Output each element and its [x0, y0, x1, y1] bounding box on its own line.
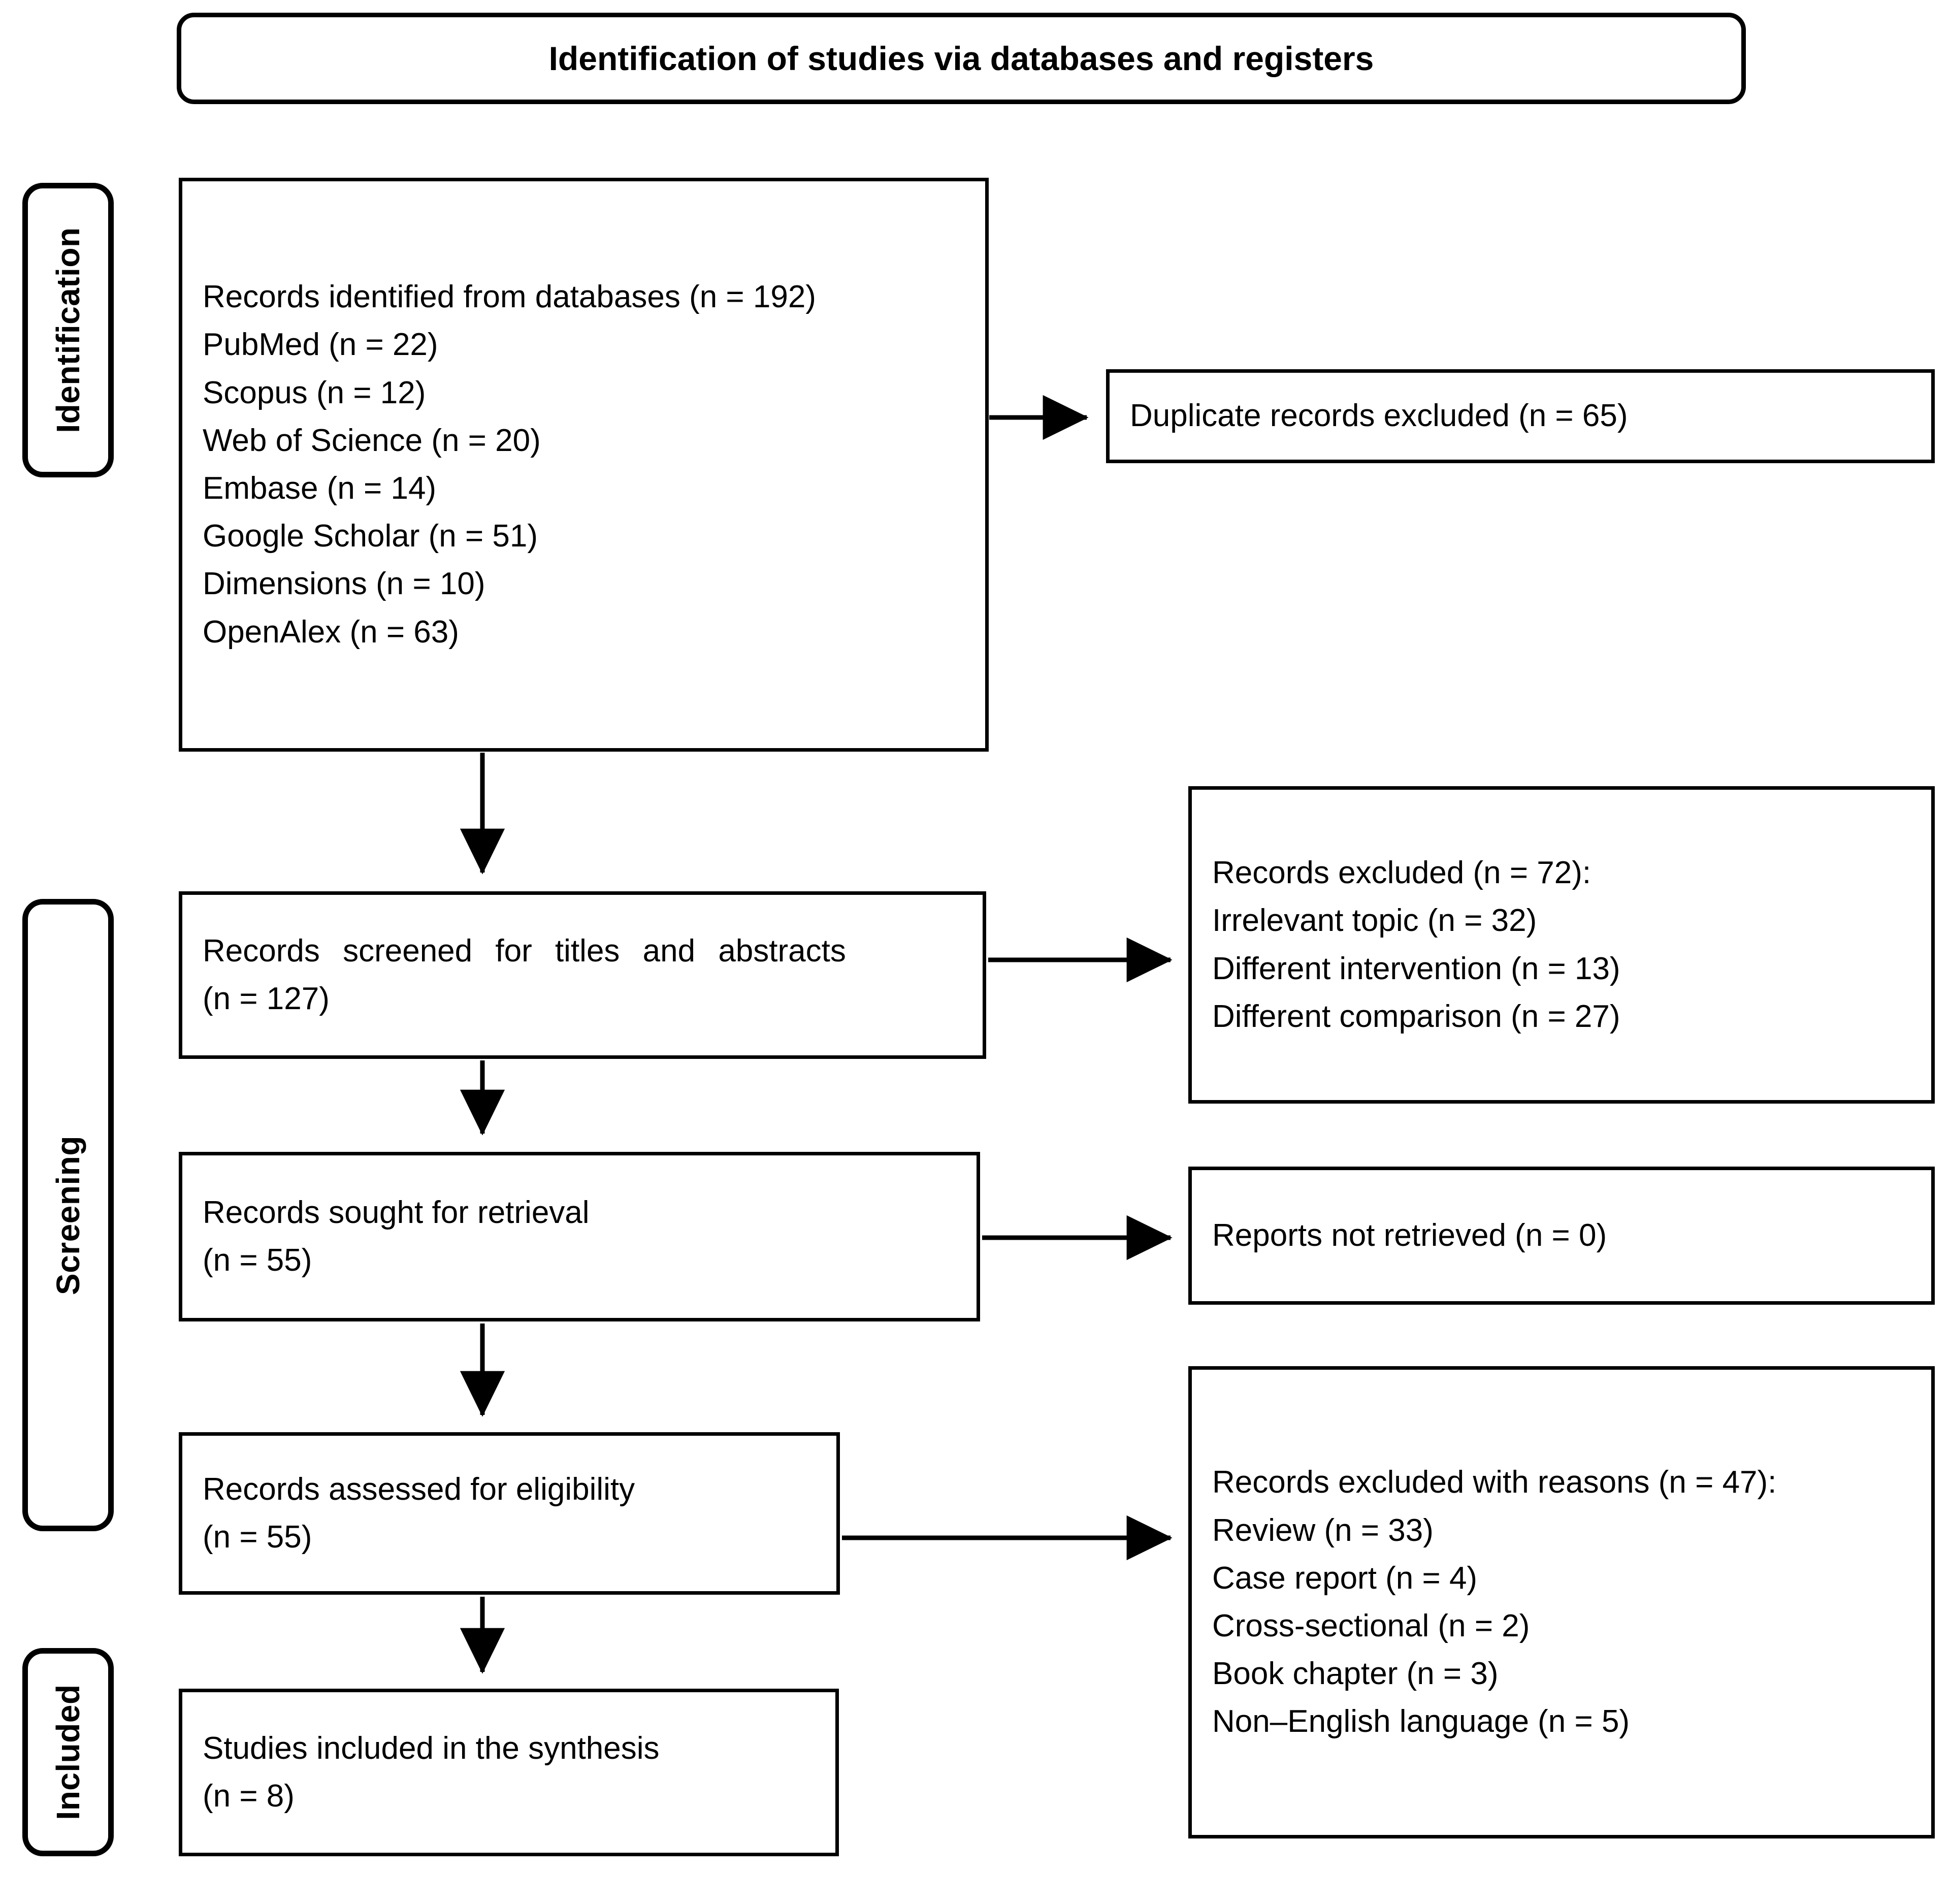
box-line: Studies included in the synthesis	[203, 1730, 660, 1766]
stage-bar-identification: Identification	[22, 183, 114, 477]
box-line: PubMed (n = 22)	[203, 327, 438, 363]
box-line: Embase (n = 14)	[203, 471, 437, 506]
box-line: Dimensions (n = 10)	[203, 566, 485, 602]
box-line: Different comparison (n = 27)	[1212, 998, 1620, 1034]
box-line: Book chapter (n = 3)	[1212, 1656, 1499, 1692]
box-records-screened: Records screened for titles and abstract…	[179, 891, 986, 1059]
box-line: Records sought for retrieval	[203, 1195, 590, 1230]
box-records-excluded: Records excluded (n = 72): Irrelevant to…	[1188, 786, 1935, 1104]
box-line: Irrelevant topic (n = 32)	[1212, 903, 1537, 939]
box-line: Cross-sectional (n = 2)	[1212, 1608, 1530, 1643]
box-line: Scopus (n = 12)	[203, 375, 426, 410]
box-line: OpenAlex (n = 63)	[203, 614, 459, 650]
stage-bar-included: Included	[22, 1648, 114, 1856]
box-line: (n = 127)	[203, 981, 330, 1016]
box-line: Records excluded (n = 72):	[1212, 855, 1591, 891]
box-records-assessed-for-eligibility: Records assessed for eligibility (n = 55…	[179, 1432, 840, 1595]
box-line: Records screened for titles and abstract…	[203, 933, 846, 969]
box-line: Case report (n = 4)	[1212, 1560, 1478, 1596]
box-studies-included: Studies included in the synthesis (n = 8…	[179, 1689, 839, 1856]
box-line: Records excluded with reasons (n = 47):	[1212, 1465, 1777, 1500]
stage-bar-screening: Screening	[22, 899, 114, 1531]
box-duplicate-records-excluded: Duplicate records excluded (n = 65)	[1106, 369, 1935, 463]
box-line: (n = 55)	[203, 1243, 312, 1278]
stage-label-identification: Identification	[50, 227, 86, 433]
box-records-sought-for-retrieval: Records sought for retrieval (n = 55)	[179, 1152, 980, 1321]
box-line: Records assessed for eligibility	[203, 1471, 635, 1507]
box-line: Non–English language (n = 5)	[1212, 1704, 1630, 1739]
stage-label-included: Included	[50, 1684, 86, 1820]
box-line: (n = 55)	[203, 1520, 312, 1555]
box-line: Duplicate records excluded (n = 65)	[1130, 398, 1628, 434]
box-line: Review (n = 33)	[1212, 1512, 1434, 1548]
page-title: Identification of studies via databases …	[548, 39, 1374, 77]
box-line: (n = 8)	[203, 1779, 295, 1814]
box-line: Different intervention (n = 13)	[1212, 951, 1620, 986]
box-reports-not-retrieved: Reports not retrieved (n = 0)	[1188, 1167, 1935, 1305]
box-line: Records identified from databases (n = 1…	[203, 279, 816, 315]
box-line: Web of Science (n = 20)	[203, 423, 541, 458]
box-records-identified: Records identified from databases (n = 1…	[179, 178, 989, 752]
box-records-excluded-with-reasons: Records excluded with reasons (n = 47): …	[1188, 1366, 1935, 1838]
stage-label-screening: Screening	[50, 1135, 86, 1295]
diagram-title-box: Identification of studies via databases …	[177, 13, 1746, 104]
box-line: Google Scholar (n = 51)	[203, 519, 538, 554]
box-line: Reports not retrieved (n = 0)	[1212, 1217, 1607, 1253]
